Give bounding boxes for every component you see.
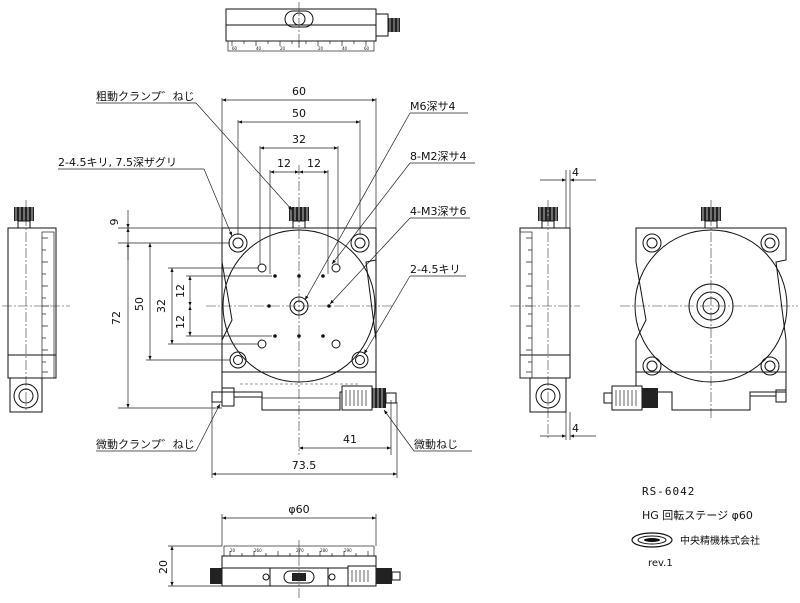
label-through-holes-cbore: 2-4.5キリ, 7.5深ザグリ [58, 155, 177, 169]
dim-12-vertical-b: 12 [174, 315, 187, 329]
dim-50-vertical: 50 [133, 297, 146, 311]
label-fine-clamp: 微動クランプ゛ねじ [96, 437, 195, 451]
label-m6-holes: M6深サ4 [410, 100, 456, 113]
front-left-knob-icon [210, 568, 222, 584]
front-scale-label-3: 280 [320, 548, 328, 553]
dim-60: 60 [292, 85, 306, 98]
dim-12b: 12 [307, 157, 321, 170]
revision: rev.1 [648, 558, 673, 569]
top-scale-ticks [231, 41, 367, 47]
dim-12-vertical-a: 12 [174, 284, 187, 298]
label-m3-holes: 4-M3深サ6 [410, 205, 466, 218]
top-scale-label-2: 40 [256, 46, 262, 51]
top-elevation-view: 60 40 20 20 40 60 [225, 2, 400, 52]
dim-50: 50 [292, 107, 306, 120]
title-block: RS-6042 HG 回転ステージ φ60 中央精機株式会社 rev.1 [631, 485, 760, 569]
left-side-view [2, 200, 70, 413]
dim-dia60: φ60 [288, 503, 309, 516]
bottom-plan-view [603, 200, 798, 420]
dim-73-5: 73.5 [292, 459, 317, 472]
product-name: HG 回転ステージ φ60 [642, 509, 753, 522]
dim-32: 32 [292, 133, 306, 146]
dim-12a: 12 [277, 157, 291, 170]
dim-72: 72 [110, 311, 123, 325]
right-side-view: 4 4 [510, 166, 596, 440]
top-scale-label-10: 40 [342, 46, 348, 51]
top-scale-label-4: 20 [280, 46, 286, 51]
label-m2-holes: 8-M2深サ4 [410, 150, 466, 163]
company-name: 中央精機株式会社 [680, 534, 760, 547]
front-scale-label-0: 20 [230, 548, 236, 553]
dim-20: 20 [157, 560, 170, 574]
front-elevation-view: φ60 20 260 270 280 290 20 [157, 503, 401, 600]
leader-labels: 粗動クランプ゛ねじ 2-4.5キリ, 7.5深ザグリ M6深サ4 8-M2深サ4… [58, 89, 475, 452]
dim-side-4-top: 4 [572, 166, 579, 179]
dim-32-vertical: 32 [155, 299, 168, 313]
dim-41: 41 [343, 433, 357, 446]
main-dimensions: 60 50 32 12 12 9 72 50 32 [108, 85, 398, 478]
label-coarse-clamp: 粗動クランプ゛ねじ [96, 89, 195, 103]
label-fine-screw: 微動ねじ [414, 437, 458, 451]
front-scale-label-2: 270 [296, 548, 304, 553]
top-scale-label-0: 60 [232, 46, 238, 51]
dim-side-4-bottom: 4 [572, 422, 579, 435]
main-plan-view [206, 165, 397, 455]
company-logo-icon [631, 532, 673, 548]
micrometer-body-icon [341, 385, 373, 411]
top-scale-label-12: 60 [364, 46, 370, 51]
model-number: RS-6042 [642, 485, 695, 498]
label-through-holes: 2-4.5キリ [410, 263, 460, 276]
front-scale-label-1: 260 [254, 548, 262, 553]
front-scale-label-4: 290 [344, 548, 352, 553]
top-scale-label-8: 20 [318, 46, 324, 51]
dim-9: 9 [108, 219, 121, 226]
